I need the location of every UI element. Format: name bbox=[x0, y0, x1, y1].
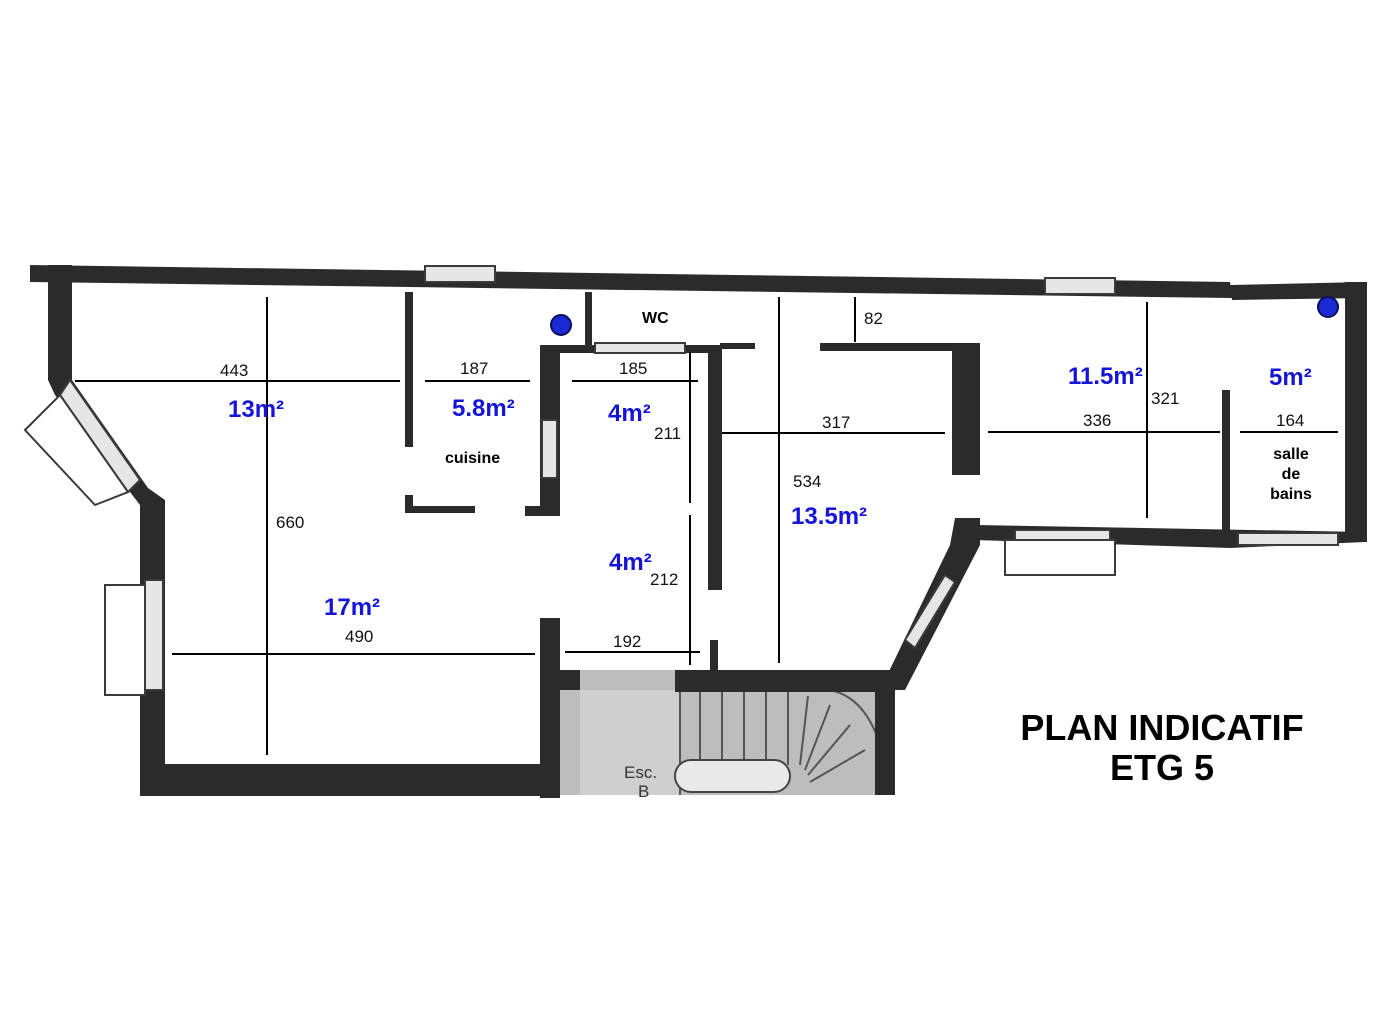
room-label-salle: salle bbox=[1273, 446, 1309, 463]
room-label-cuisine: cuisine bbox=[445, 450, 500, 467]
dim-336: 336 bbox=[1083, 411, 1111, 430]
dim-82: 82 bbox=[864, 309, 883, 328]
dim-212: 212 bbox=[650, 570, 678, 589]
dim-211: 211 bbox=[654, 424, 681, 443]
windows bbox=[23, 265, 1339, 696]
marker-dot-wc bbox=[550, 314, 572, 336]
room-label-bains: bains bbox=[1270, 486, 1312, 503]
dim-164: 164 bbox=[1276, 411, 1304, 430]
staircase-label: Esc. bbox=[624, 763, 657, 782]
dim-185: 185 bbox=[619, 359, 647, 378]
plan-title: PLAN INDICATIF ETG 5 bbox=[1020, 707, 1303, 788]
dim-534: 534 bbox=[793, 472, 821, 491]
plan-title-line1: PLAN INDICATIF bbox=[1020, 707, 1303, 748]
dim-660: 660 bbox=[276, 513, 304, 532]
room-names: cuisine WC salle de bains bbox=[445, 310, 1312, 503]
area-17: 17m² bbox=[324, 594, 380, 621]
measurement-labels: 443 187 185 211 660 490 212 192 317 534 … bbox=[220, 309, 1304, 651]
marker-dot-bathroom bbox=[1317, 296, 1339, 318]
room-label-wc: WC bbox=[642, 310, 669, 327]
dim-192: 192 bbox=[613, 632, 641, 651]
dim-490: 490 bbox=[345, 627, 373, 646]
area-5-8: 5.8m² bbox=[452, 395, 515, 422]
dim-443: 443 bbox=[220, 361, 248, 380]
dim-317: 317 bbox=[822, 413, 850, 432]
area-13-5: 13.5m² bbox=[791, 503, 867, 530]
staircase-label-b: B bbox=[638, 782, 649, 801]
area-5: 5m² bbox=[1269, 364, 1312, 391]
room-label-de: de bbox=[1282, 466, 1301, 483]
area-13: 13m² bbox=[228, 396, 284, 423]
dim-187: 187 bbox=[460, 359, 488, 378]
area-4-lower: 4m² bbox=[609, 549, 652, 576]
area-11-5: 11.5m² bbox=[1068, 363, 1143, 390]
area-labels: 13m² 5.8m² 4m² 4m² 17m² 13.5m² 11.5m² 5m… bbox=[228, 363, 1312, 621]
dimension-lines bbox=[75, 297, 1338, 755]
dim-321: 321 bbox=[1151, 389, 1179, 408]
plan-title-line2: ETG 5 bbox=[1110, 747, 1214, 788]
area-4-upper: 4m² bbox=[608, 400, 651, 427]
